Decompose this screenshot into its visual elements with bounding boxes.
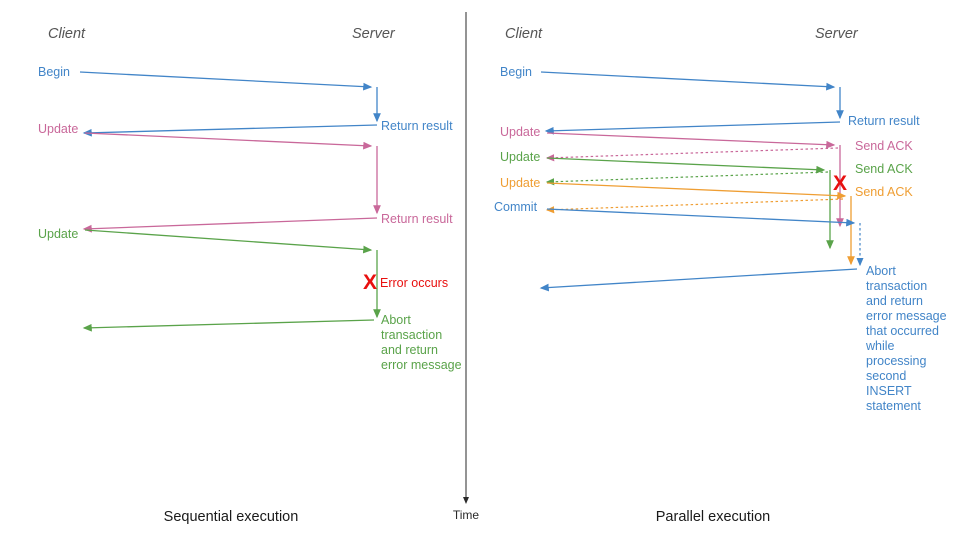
right-label-abort-line4: error message [866, 309, 947, 323]
right-label-send-ack-3: Send ACK [855, 185, 913, 199]
right-client-lane-title: Client [505, 26, 543, 42]
left-label-abort-line3: and return [381, 343, 438, 357]
right-label-abort-line3: and return [866, 294, 923, 308]
right-label-update-1: Update [500, 125, 540, 139]
right-arrow-abort-return [539, 268, 858, 292]
left-panel-caption: Sequential execution [164, 509, 299, 525]
panel-sequential: Client Server Begin Return result Update… [38, 26, 462, 525]
time-axis: Time [453, 12, 480, 522]
right-arrow-begin [540, 71, 836, 91]
left-label-return-result-1: Return result [381, 119, 453, 133]
left-arrow-update-2 [84, 229, 373, 254]
right-label-abort-line2: transaction [866, 279, 927, 293]
right-label-return-result: Return result [848, 114, 920, 128]
right-label-abort-line1: Abort [866, 264, 896, 278]
left-arrow-return-result-1 [82, 124, 378, 137]
right-label-abort-line6: while [865, 339, 895, 353]
right-server-lane-title: Server [815, 26, 859, 42]
left-label-update-1: Update [38, 122, 78, 136]
right-label-abort-line8: second [866, 369, 906, 383]
right-arrow-commit [546, 208, 856, 227]
left-label-error-occurs: Error occurs [380, 276, 448, 290]
right-arrow-return-result [544, 121, 841, 135]
right-label-update-2: Update [500, 150, 540, 164]
right-label-update-3: Update [500, 176, 540, 190]
time-axis-label: Time [453, 508, 480, 522]
right-label-abort-line5: that occurred [866, 324, 939, 338]
left-arrow-begin [79, 71, 373, 91]
left-error-x-icon: X [363, 271, 377, 294]
right-arrow-send-ack-2 [545, 171, 829, 186]
left-label-abort-line2: transaction [381, 328, 442, 342]
right-label-begin: Begin [500, 65, 532, 79]
left-client-lane-title: Client [48, 26, 86, 42]
left-label-return-result-2: Return result [381, 212, 453, 226]
right-error-x-icon: X [833, 172, 847, 195]
right-label-abort-line9: INSERT [866, 384, 912, 398]
right-arrow-send-ack-1 [545, 147, 839, 162]
left-arrow-update-1 [84, 132, 373, 150]
left-label-abort-line4: error message [381, 358, 462, 372]
panel-parallel: Client Server Begin Return result Update… [494, 26, 947, 525]
right-label-abort-line7: processing [866, 354, 926, 368]
right-arrow-update-1 [546, 132, 836, 149]
left-arrow-return-result-2 [82, 217, 378, 233]
left-label-begin: Begin [38, 65, 70, 79]
right-label-commit: Commit [494, 200, 538, 214]
right-arrow-send-ack-3 [545, 198, 844, 214]
left-server-lane-title: Server [352, 26, 396, 42]
left-arrow-abort-return [82, 319, 375, 332]
right-label-abort-line10: statement [866, 399, 921, 413]
left-label-abort-line1: Abort [381, 313, 411, 327]
right-arrow-update-2 [546, 157, 826, 174]
right-label-send-ack-1: Send ACK [855, 139, 913, 153]
right-arrow-update-3 [546, 182, 847, 200]
left-label-update-2: Update [38, 227, 78, 241]
right-panel-caption: Parallel execution [656, 509, 770, 525]
right-label-send-ack-2: Send ACK [855, 162, 913, 176]
